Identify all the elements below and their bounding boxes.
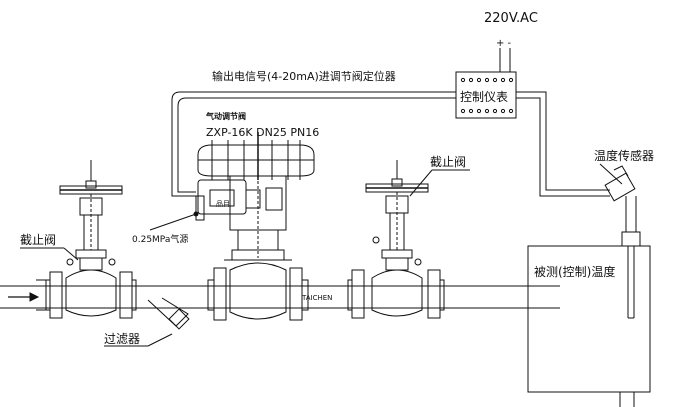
control-valve [195, 132, 315, 321]
controller-label: 控制仪表 [460, 90, 508, 104]
stop-valve-right-leader [409, 169, 433, 197]
tank-label: 被测(控制)温度 [534, 264, 615, 279]
positioner-mark: 品目 [216, 200, 230, 208]
stop-valve-left-leader [63, 247, 79, 261]
power-leads [499, 48, 511, 72]
polarity-label: + - [496, 38, 512, 49]
air-source-label: 0.25MPa气源 [132, 233, 188, 245]
signal-line [171, 91, 456, 197]
pipe-brand-label: TAICHEN [301, 294, 332, 302]
temperature-sensor [604, 165, 641, 319]
tank [527, 245, 651, 407]
filter-label: 过滤器 [104, 332, 140, 346]
stop-valve-left-label: 截止阀 [20, 233, 56, 247]
stop-valve-left [36, 160, 137, 319]
sensor-cable [516, 91, 610, 197]
stop-valve-right [347, 160, 445, 319]
temperature-sensor-leader [599, 163, 623, 185]
controller-box [455, 71, 517, 119]
power-label: 220V.AC [484, 11, 538, 26]
temperature-sensor-label: 温度传感器 [594, 148, 654, 163]
main-pipe [0, 285, 560, 309]
stop-valve-right-label: 截止阀 [430, 155, 466, 169]
valve-model-label: ZXP-16K DN25 PN16 [206, 126, 319, 139]
flow-arrow [8, 292, 40, 302]
filter [147, 297, 190, 347]
signal-label: 输出电信号(4-20mA)进调节阀定位器 [212, 69, 396, 83]
air-supply-line [149, 211, 199, 231]
valve-name-label: 气动调节阀 [205, 111, 246, 121]
